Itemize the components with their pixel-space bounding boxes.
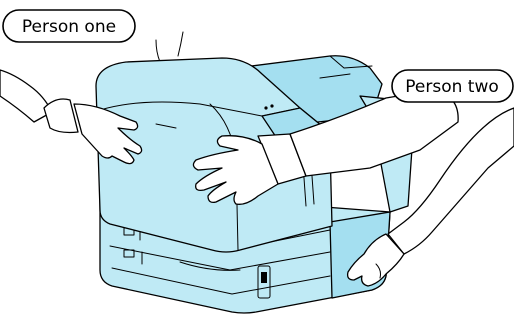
person-one-back-arm (156, 32, 183, 62)
callout-person-one: Person one (3, 10, 135, 42)
callout-person-one-label: Person one (22, 17, 116, 37)
callout-person-two-label: Person two (405, 77, 499, 97)
callout-person-two: Person two (392, 70, 513, 102)
